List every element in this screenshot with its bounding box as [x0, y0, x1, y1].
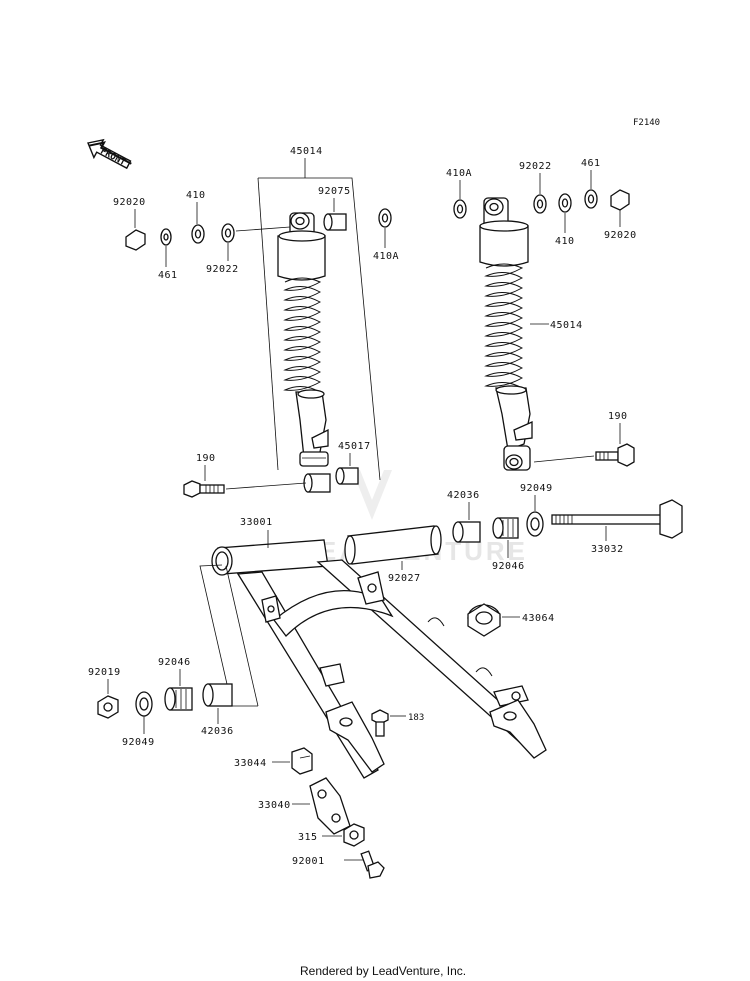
label-410a-right: 410A — [446, 168, 472, 179]
front-label: FRONT — [98, 147, 127, 169]
pivot-shaft-33032 — [551, 499, 683, 539]
bolt-190-right — [595, 443, 635, 467]
label-92020-left: 92020 — [113, 197, 146, 208]
label-45014-right: 45014 — [550, 320, 583, 331]
label-461-right: 461 — [581, 158, 601, 169]
footer-credit: Rendered by LeadVenture, Inc. — [300, 964, 466, 978]
bolt-92001 — [360, 850, 385, 879]
shock-group-bracket — [257, 158, 381, 481]
label-92019: 92019 — [88, 667, 121, 678]
label-42036-right: 42036 — [447, 490, 480, 501]
needle-bearing-92046-right — [492, 517, 519, 539]
label-410-left: 410 — [186, 190, 206, 201]
label-33032: 33032 — [591, 544, 624, 555]
block-33044 — [291, 747, 313, 775]
figure-code: F2140 — [633, 118, 660, 128]
bolt-183 — [371, 709, 389, 737]
label-92046-right: 92046 — [492, 561, 525, 572]
label-461-left: 461 — [158, 270, 178, 281]
label-92020-right: 92020 — [604, 230, 637, 241]
collar-42036-left — [202, 683, 233, 707]
label-190-right: 190 — [608, 411, 628, 422]
seal-92049-left — [135, 691, 153, 717]
label-315: 315 — [298, 832, 318, 843]
label-190-left: 190 — [196, 453, 216, 464]
right-shock-absorber — [479, 197, 533, 471]
label-410a-left: 410A — [373, 251, 399, 262]
chain-adjuster-33040 — [309, 777, 351, 835]
needle-bearing-92046-left — [164, 687, 193, 711]
bushing-45017 — [335, 467, 359, 485]
label-183: 183 — [408, 713, 424, 723]
cap-nut-92020-left — [125, 229, 146, 251]
label-92049-left: 92049 — [122, 737, 155, 748]
pivot-sleeve-92027 — [344, 525, 442, 565]
watermark-logo — [352, 470, 392, 520]
collar-left-lower — [303, 473, 331, 493]
label-92046-left: 92046 — [158, 657, 191, 668]
label-33044: 33044 — [234, 758, 267, 769]
rubber-bushing-43064 — [467, 603, 501, 637]
seal-92049-right — [526, 511, 544, 537]
front-arrow-icon: FRONT — [87, 138, 132, 170]
swingarm-33001 — [211, 539, 547, 779]
label-92001: 92001 — [292, 856, 325, 867]
label-92027: 92027 — [388, 573, 421, 584]
label-92049-right: 92049 — [520, 483, 553, 494]
cap-nut-92020-right — [610, 189, 630, 211]
label-92075: 92075 — [318, 186, 351, 197]
label-45017: 45017 — [338, 441, 371, 452]
collar-42036-right — [452, 521, 481, 543]
label-45014-top: 45014 — [290, 146, 323, 157]
label-33040: 33040 — [258, 800, 291, 811]
left-spring — [283, 277, 322, 393]
label-410-right: 410 — [555, 236, 575, 247]
left-shock-absorber — [277, 212, 329, 467]
label-43064: 43064 — [522, 613, 555, 624]
label-33001: 33001 — [240, 517, 273, 528]
bushing-92075 — [323, 213, 347, 231]
label-92022-right: 92022 — [519, 161, 552, 172]
label-42036-left: 42036 — [201, 726, 234, 737]
bolt-190-left — [183, 480, 225, 498]
label-92022-left: 92022 — [206, 264, 239, 275]
